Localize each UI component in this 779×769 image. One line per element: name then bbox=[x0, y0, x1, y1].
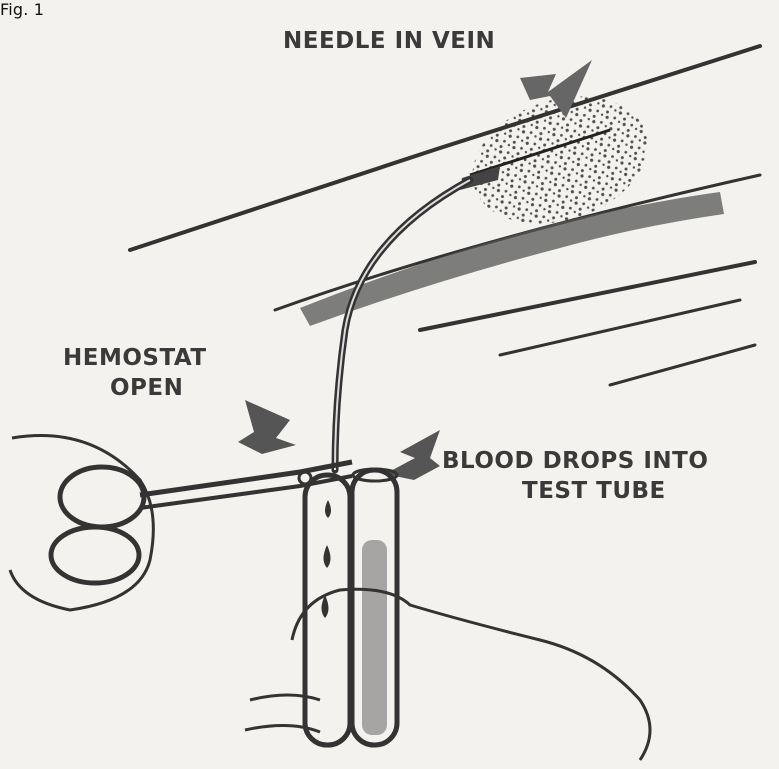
label-blood-line2: TEST TUBE bbox=[522, 476, 666, 506]
hemostat-ring-lower bbox=[51, 527, 139, 583]
arrow-hemostat bbox=[238, 400, 296, 454]
blood-drop-1 bbox=[325, 500, 331, 518]
hemostat-ring-upper bbox=[60, 467, 144, 527]
label-hemostat-line1: HEMOSTAT bbox=[63, 343, 207, 373]
label-blood-line1: BLOOD DROPS INTO bbox=[442, 446, 708, 476]
arm-outline-line-5 bbox=[610, 345, 755, 385]
blood-drop-3 bbox=[322, 595, 329, 618]
blood-drop-2 bbox=[324, 545, 331, 568]
test-tube-right-fill bbox=[362, 540, 387, 735]
hand-fingers bbox=[245, 695, 320, 732]
label-hemostat-line2: OPEN bbox=[110, 373, 183, 403]
label-needle-in-vein: NEEDLE IN VEIN bbox=[283, 26, 495, 56]
